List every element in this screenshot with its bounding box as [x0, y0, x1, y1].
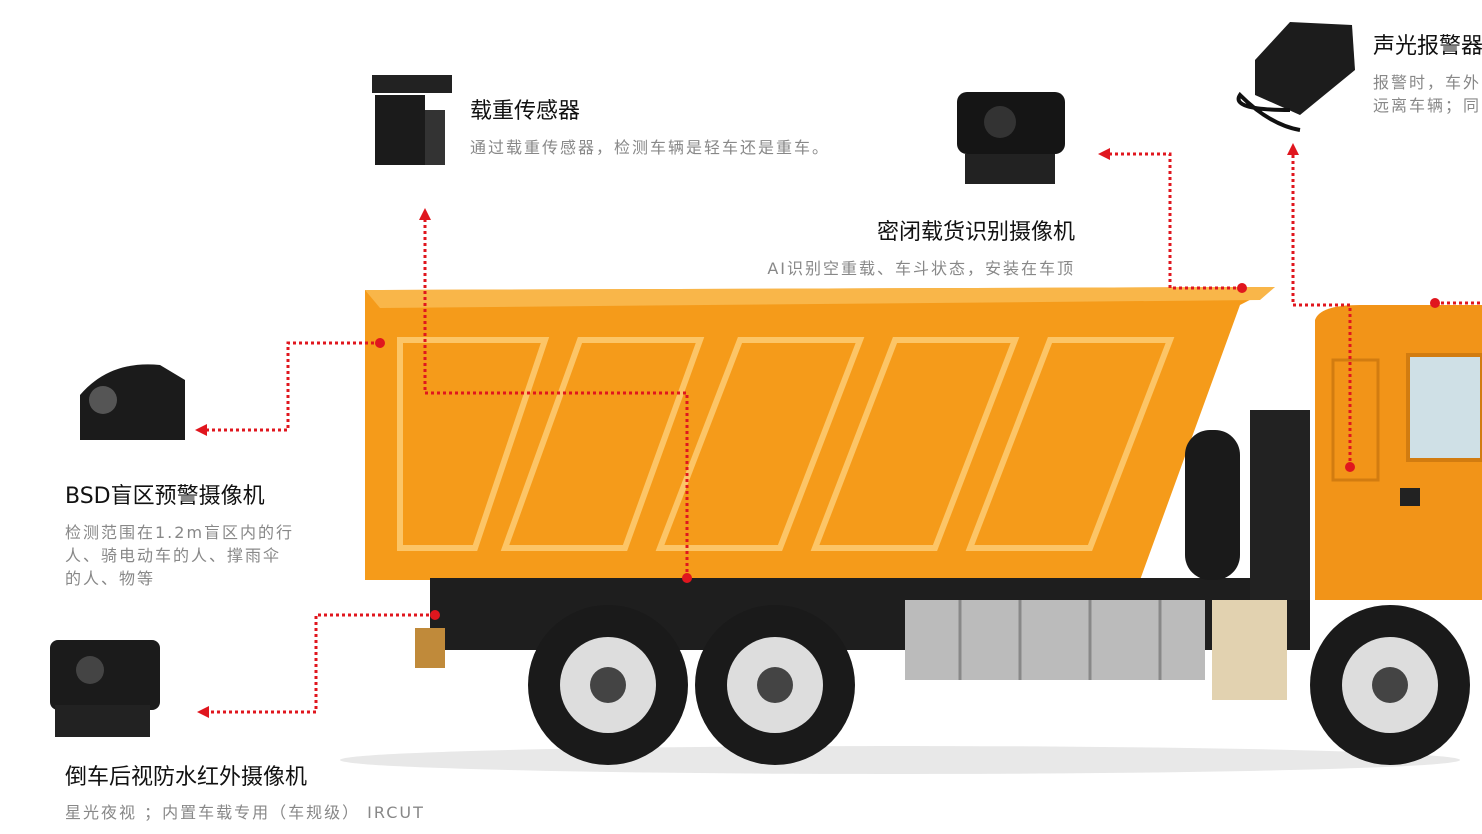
fuel-tank [905, 600, 1205, 680]
alarm-image [1236, 22, 1355, 132]
rear-camera-title: 倒车后视防水红外摄像机 [65, 765, 308, 790]
rear-camera-desc: 星光夜视 ；内置车载专用（车规级） IRCUT [65, 803, 425, 822]
cargo-camera-title: 密闭载货识别摄像机 [876, 220, 1075, 245]
rear-light [415, 628, 445, 668]
bsd-camera-image [80, 364, 185, 440]
cab [1185, 305, 1482, 600]
wheels [528, 605, 1470, 765]
alarm-title: 声光报警器 [1373, 34, 1482, 59]
bsd-camera-title: BSD盲区预警摄像机 [65, 484, 265, 509]
alarm-desc-2: 远离车辆；同 [1373, 96, 1482, 115]
load-sensor-title: 载重传感器 [470, 99, 581, 124]
cargo-camera-desc: AI识别空重载、车斗状态，安装在车顶 [767, 259, 1075, 278]
rear-camera-image [50, 640, 160, 737]
dump-body [365, 287, 1275, 580]
alarm-desc-1: 报警时，车外 [1373, 73, 1482, 92]
load-sensor-desc: 通过载重传感器，检测车辆是轻车还是重车。 [470, 138, 831, 157]
bsd-camera-desc-1: 检测范围在1.2m盲区内的行 [65, 523, 295, 542]
cargo-camera-image [957, 92, 1065, 184]
bsd-camera-desc-2: 人、骑电动车的人、撑雨伞 [65, 546, 282, 565]
bsd-camera-desc-3: 的人、物等 [65, 569, 156, 588]
step-guard [1212, 600, 1287, 700]
ground-shadow [340, 746, 1460, 774]
connector-lines [205, 152, 1482, 714]
load-sensor-image [372, 75, 452, 165]
connector-markers [195, 143, 1440, 718]
